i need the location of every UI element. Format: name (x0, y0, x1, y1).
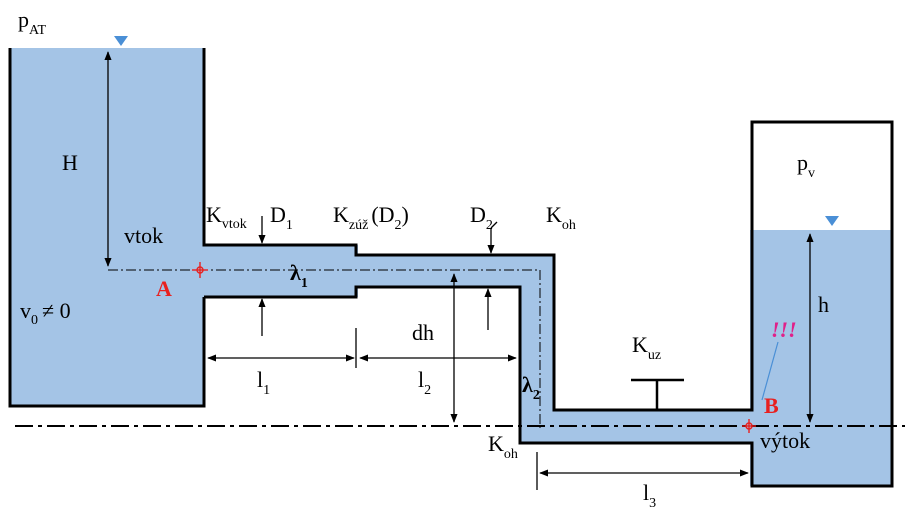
free-surface-marker-left (114, 36, 128, 46)
p-v-label: pv (797, 150, 815, 181)
v0-label: v0≠ 0 (20, 298, 71, 328)
k-oh-bottom-label: Koh (488, 431, 518, 462)
k-zuz-label: Kzúž(D2) (333, 202, 409, 233)
lambda2-label: λ2 (522, 372, 540, 403)
d2-leader (490, 221, 498, 229)
point-A-label: A (156, 276, 172, 301)
dh-label: dh (412, 320, 434, 345)
h-label: h (818, 292, 829, 317)
dimensions (104, 51, 814, 490)
k-vtok-label: Kvtok (206, 202, 247, 232)
left-tank-water (10, 48, 204, 406)
point-B-marker (742, 419, 756, 433)
k-oh-top-label: Koh (546, 202, 576, 233)
lambda1-label: λ1 (290, 260, 308, 291)
l1-label: l1 (257, 367, 270, 398)
warning-label: !!! (771, 317, 797, 342)
H-label: H (62, 150, 78, 175)
d1-label: D1 (270, 202, 293, 233)
pipe-1-water (204, 245, 358, 297)
upper-pipe-top-wall (202, 48, 894, 488)
vytok-label: výtok (760, 428, 810, 453)
vtok-label: vtok (124, 223, 163, 248)
point-A-marker (192, 262, 208, 278)
reference-lines (15, 269, 905, 428)
l2-label: l2 (418, 367, 431, 398)
point-B-label: B (764, 393, 779, 418)
free-surface-marker-right (825, 216, 839, 226)
k-uz-label: Kuz (632, 332, 661, 363)
d2-label: D2 (470, 202, 493, 233)
p-at-label: pAT (18, 7, 47, 38)
l3-label: l3 (643, 480, 656, 511)
valve-symbol (631, 378, 684, 409)
water-fill (10, 48, 892, 486)
warning-leader (761, 341, 779, 401)
